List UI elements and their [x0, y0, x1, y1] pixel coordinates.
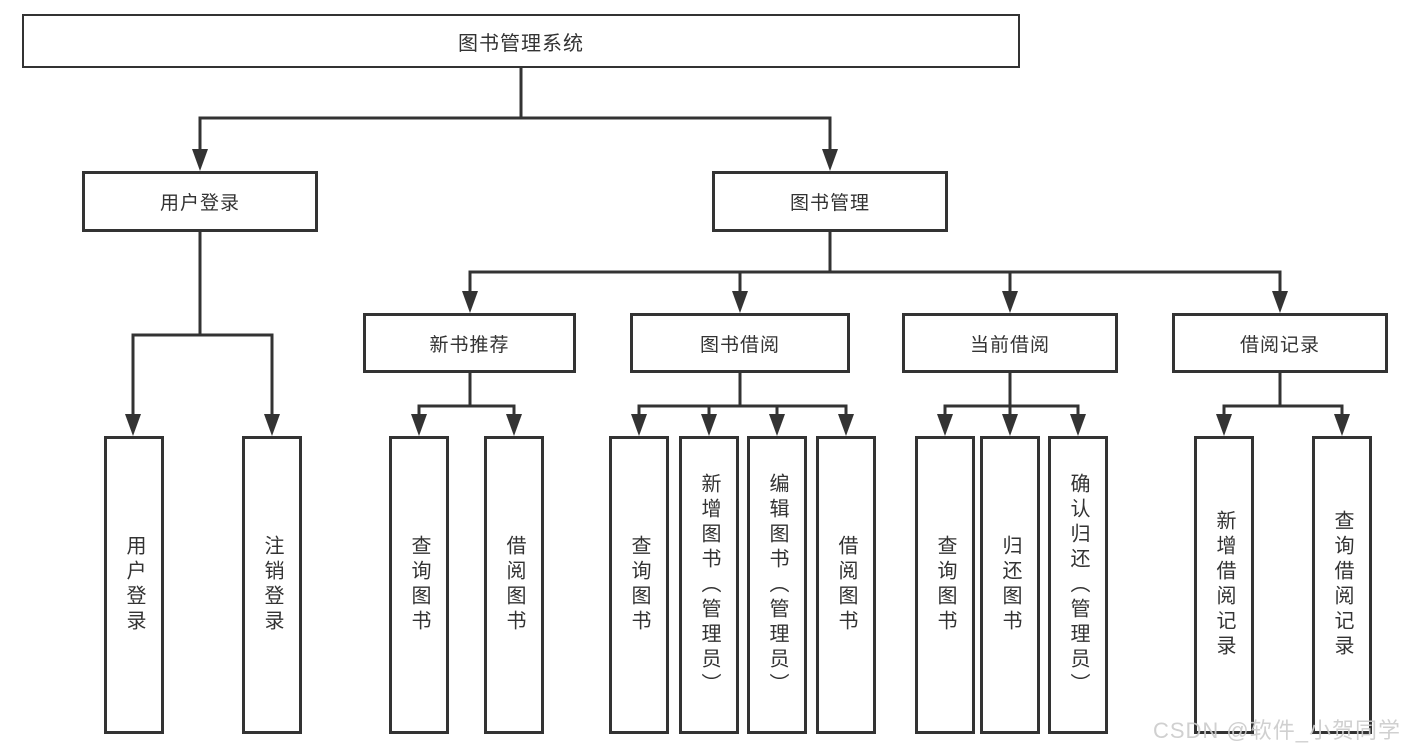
- arrow-down-icon: [411, 414, 427, 436]
- node-label: 归还图书: [999, 535, 1021, 635]
- leaf-query-books: 查询图书: [389, 436, 449, 734]
- edge-userlogin-to-leaves: [131, 230, 274, 418]
- arrow-down-icon: [838, 414, 854, 436]
- edge-bookmgmt-to-level2: [468, 230, 1282, 296]
- node-label: 用户登录: [123, 535, 145, 635]
- leaf-query-books: 查询图书: [915, 436, 975, 734]
- arrow-down-icon: [264, 414, 280, 436]
- node-label: 借阅记录: [1239, 334, 1320, 356]
- arrow-down-icon: [192, 149, 208, 171]
- node-label: 编辑图书（管理员）: [766, 472, 788, 698]
- node-label: 借阅图书: [835, 535, 857, 635]
- arrow-down-icon: [1002, 414, 1018, 436]
- edge-root-to-level1: [198, 66, 832, 154]
- node-current-borrowing: 当前借阅: [902, 313, 1118, 373]
- arrow-down-icon: [1002, 291, 1018, 313]
- leaf-query-borrow-record: 查询借阅记录: [1312, 436, 1372, 734]
- arrow-down-icon: [1272, 291, 1288, 313]
- arrow-down-icon: [1334, 414, 1350, 436]
- leaf-add-books-admin: 新增图书（管理员）: [679, 436, 739, 734]
- node-label: 新增借阅记录: [1213, 510, 1235, 660]
- leaf-borrow-books: 借阅图书: [484, 436, 544, 734]
- arrow-down-icon: [701, 414, 717, 436]
- node-label: 确认归还（管理员）: [1067, 472, 1089, 698]
- edge-currentborrow-to-leaves: [943, 371, 1080, 418]
- arrow-down-icon: [462, 291, 478, 313]
- node-label: 图书借阅: [699, 334, 780, 356]
- node-label: 图书管理: [789, 193, 870, 214]
- arrow-down-icon: [1070, 414, 1086, 436]
- node-new-book-recommend: 新书推荐: [363, 313, 576, 373]
- arrow-down-icon: [732, 291, 748, 313]
- node-label: 查询图书: [628, 535, 650, 635]
- leaf-confirm-return-admin: 确认归还（管理员）: [1048, 436, 1108, 734]
- leaf-edit-books-admin: 编辑图书（管理员）: [747, 436, 807, 734]
- node-label: 新增图书（管理员）: [698, 472, 720, 698]
- leaf-query-books: 查询图书: [609, 436, 669, 734]
- csdn-watermark: CSDN @软件_小贺同学: [1152, 718, 1401, 743]
- leaf-logout: 注销登录: [242, 436, 302, 734]
- edge-newbooks-to-leaves: [417, 371, 516, 418]
- node-label: 新书推荐: [429, 334, 510, 356]
- arrow-down-icon: [125, 414, 141, 436]
- arrow-down-icon: [769, 414, 785, 436]
- leaf-borrow-books: 借阅图书: [816, 436, 876, 734]
- node-label: 用户登录: [159, 193, 240, 214]
- edge-borrowrecords-to-leaves: [1222, 371, 1344, 418]
- node-root-library-system: 图书管理系统: [22, 14, 1020, 68]
- node-book-borrowing: 图书借阅: [630, 313, 850, 373]
- arrow-down-icon: [631, 414, 647, 436]
- node-label: 注销登录: [261, 535, 283, 635]
- node-label: 查询图书: [408, 535, 430, 635]
- arrow-down-icon: [822, 149, 838, 171]
- node-label: 借阅图书: [503, 535, 525, 635]
- node-label: 图书管理系统: [458, 32, 584, 55]
- arrow-down-icon: [1216, 414, 1232, 436]
- node-borrowing-records: 借阅记录: [1172, 313, 1388, 373]
- node-label: 查询借阅记录: [1331, 510, 1353, 660]
- leaf-user-login: 用户登录: [104, 436, 164, 734]
- node-label: 当前借阅: [969, 334, 1050, 356]
- arrow-down-icon: [506, 414, 522, 436]
- leaf-add-borrow-record: 新增借阅记录: [1194, 436, 1254, 734]
- leaf-return-books: 归还图书: [980, 436, 1040, 734]
- node-label: 查询图书: [934, 535, 956, 635]
- arrow-down-icon: [937, 414, 953, 436]
- node-book-management: 图书管理: [712, 171, 948, 232]
- arrowheads: [125, 149, 1350, 436]
- edge-bookborrow-to-leaves: [637, 371, 848, 418]
- node-user-login: 用户登录: [82, 171, 318, 232]
